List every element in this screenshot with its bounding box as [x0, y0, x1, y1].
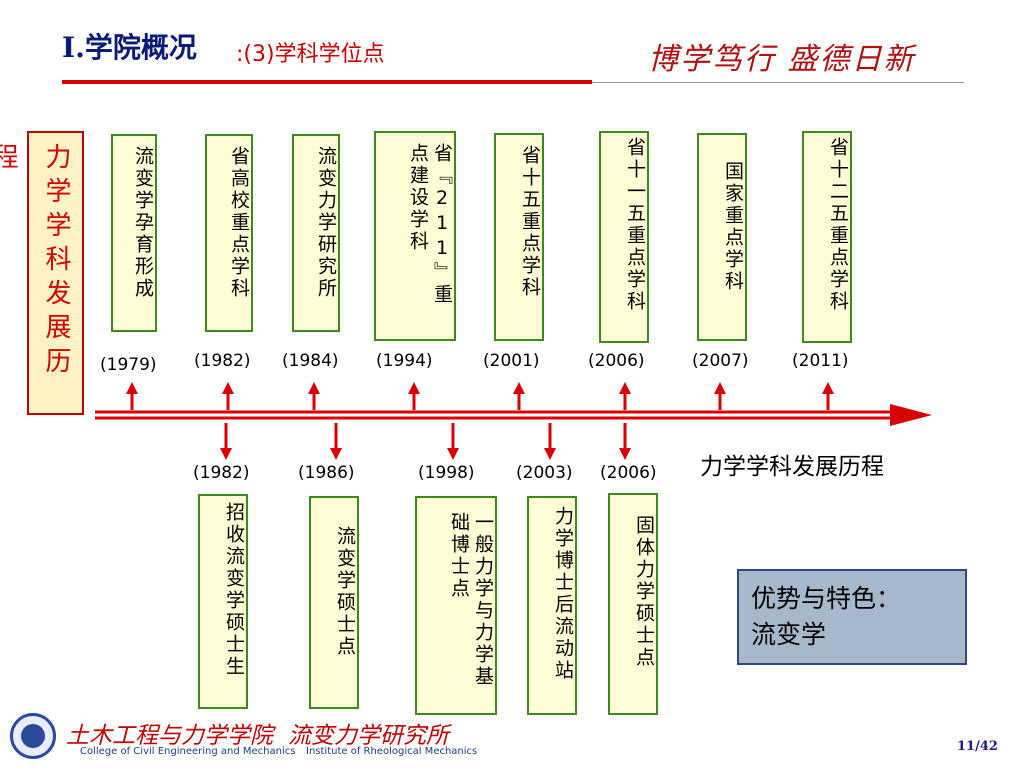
- down-arrow: [330, 423, 342, 460]
- bottom-milestone-text: 一般力学与力学基础博士点: [448, 512, 494, 688]
- advantage-box: 优势与特色： 流变学: [737, 569, 967, 665]
- timeline-axis: [95, 404, 932, 426]
- title-divider: [592, 82, 964, 83]
- bottom-milestone-year: (1982): [193, 463, 250, 483]
- bottom-milestone-year: (2003): [516, 463, 573, 483]
- downward-arrows: [220, 423, 631, 460]
- top-milestone-box: 省十一五重点学科: [599, 131, 649, 343]
- upward-arrows: [126, 382, 834, 410]
- university-logo-icon: [10, 713, 56, 759]
- institute-name-en: Institute of Rheological Mechanics: [306, 746, 478, 757]
- bottom-milestone-text: 流变学硕士点: [334, 526, 356, 658]
- bottom-milestone-text: 力学博士后流动站: [552, 506, 574, 682]
- timeline-side-label: 力学学科发展历程: [0, 131, 84, 415]
- timeline-side-label-text: 力学学科发展历程: [0, 143, 71, 381]
- advantage-heading: 优势与特色：: [751, 584, 902, 613]
- down-arrow: [619, 423, 631, 460]
- timeline-caption: 力学学科发展历程: [700, 454, 884, 480]
- top-milestone-text: 省『211』重点建设学科: [407, 143, 453, 306]
- up-arrow: [308, 382, 320, 410]
- down-arrow: [544, 423, 556, 460]
- up-arrow: [408, 382, 420, 410]
- top-milestone-box: 流变力学研究所: [292, 134, 340, 332]
- school-name-en: College of Civil Engineering and Mechani…: [80, 746, 296, 757]
- top-milestone-year: (2001): [483, 351, 540, 371]
- top-milestone-box: 省十五重点学科: [494, 133, 544, 341]
- top-milestone-text: 省十一五重点学科: [624, 137, 646, 313]
- top-milestone-year: (1994): [376, 351, 433, 371]
- bottom-milestone-box: 力学博士后流动站: [527, 496, 577, 715]
- bottom-milestone-year: (1986): [298, 463, 355, 483]
- top-milestone-box: 流变学孕育形成: [111, 134, 157, 332]
- top-milestone-year: (2011): [792, 351, 849, 371]
- up-arrow: [822, 382, 834, 410]
- up-arrow: [619, 382, 631, 410]
- top-milestone-box: 省高校重点学科: [205, 134, 253, 332]
- slide-subtitle: :(3)学科学位点: [236, 42, 385, 67]
- top-milestone-box: 国家重点学科: [697, 133, 747, 341]
- up-arrow: [513, 382, 525, 410]
- page-number: 11/42: [957, 739, 998, 754]
- top-milestone-year: (1979): [100, 355, 157, 375]
- bottom-milestone-text: 固体力学硕士点: [633, 515, 655, 669]
- down-arrow: [447, 423, 459, 460]
- up-arrow: [222, 382, 234, 410]
- up-arrow: [714, 382, 726, 410]
- top-milestone-box: 省十二五重点学科: [802, 131, 852, 343]
- top-milestone-text: 省高校重点学科: [228, 146, 250, 300]
- bottom-milestone-box: 招收流变学硕士生: [198, 494, 248, 709]
- university-motto: 博学笃行 盛德日新: [648, 42, 916, 77]
- slide-title: I.学院概况: [62, 26, 197, 66]
- institute-name-cn: 流变力学研究所: [288, 723, 449, 749]
- top-milestone-year: (2007): [692, 351, 749, 371]
- bottom-milestone-year: (1998): [418, 463, 475, 483]
- top-milestone-text: 国家重点学科: [722, 161, 744, 293]
- school-name-cn: 土木工程与力学学院: [66, 723, 273, 749]
- title-underline: [62, 80, 592, 84]
- down-arrow: [220, 423, 232, 460]
- bottom-milestone-box: 流变学硕士点: [309, 496, 359, 709]
- up-arrow: [126, 382, 138, 410]
- top-milestone-year: (2006): [588, 351, 645, 371]
- top-milestone-text: 流变学孕育形成: [132, 146, 154, 300]
- top-milestone-year: (1984): [282, 351, 339, 371]
- bottom-milestone-box: 固体力学硕士点: [608, 493, 658, 715]
- bottom-milestone-box: 一般力学与力学基础博士点: [415, 496, 497, 715]
- bottom-milestone-year: (2006): [600, 463, 657, 483]
- bottom-milestone-text: 招收流变学硕士生: [223, 502, 245, 678]
- advantage-value: 流变学: [751, 620, 827, 649]
- top-milestone-text: 省十五重点学科: [519, 145, 541, 299]
- top-milestone-box: 省『211』重点建设学科: [374, 131, 456, 341]
- top-milestone-year: (1982): [194, 351, 251, 371]
- slide-title-main: I.学院概况: [62, 31, 197, 64]
- top-milestone-text: 省十二五重点学科: [827, 137, 849, 313]
- top-milestone-text: 流变力学研究所: [315, 146, 337, 300]
